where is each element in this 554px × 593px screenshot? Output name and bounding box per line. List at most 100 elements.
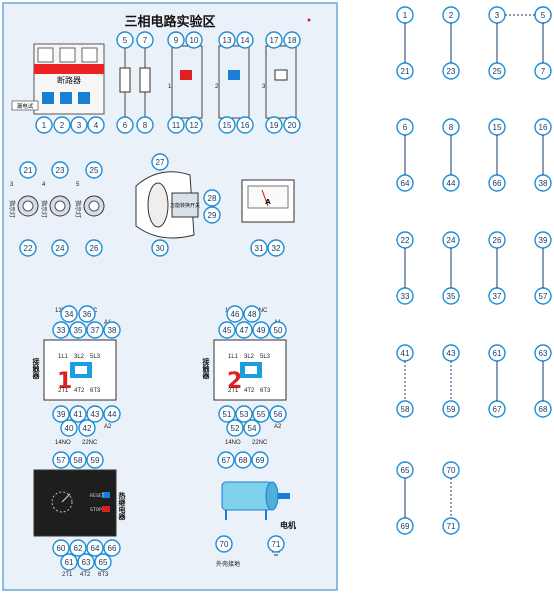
breaker-terminal-1[interactable]: 1 (35, 116, 53, 134)
contactor1-terminal-38[interactable]: 38 (103, 321, 121, 339)
contactor2-terminal-51[interactable]: 51 (218, 405, 236, 423)
contactor1-terminal-40[interactable]: 40 (60, 419, 78, 437)
contactor2-terminal-46[interactable]: 46 (226, 305, 244, 323)
contactor1-terminal-41[interactable]: 41 (69, 405, 87, 423)
button-terminal-18[interactable]: 18 (283, 31, 301, 49)
lamp-terminal-26[interactable]: 26 (85, 239, 103, 257)
relay-terminal-60[interactable]: 60 (52, 539, 70, 557)
relay-terminal-63[interactable]: 63 (77, 553, 95, 571)
node-33-bottom[interactable]: 33 (396, 287, 414, 305)
node-3-top[interactable]: 3 (488, 6, 506, 24)
node-35-bottom[interactable]: 35 (442, 287, 460, 305)
button-terminal-20[interactable]: 20 (283, 116, 301, 134)
button-terminal-14[interactable]: 14 (236, 31, 254, 49)
relay-terminal-58[interactable]: 58 (69, 451, 87, 469)
button-terminal-12[interactable]: 12 (185, 116, 203, 134)
node-15-top[interactable]: 15 (488, 118, 506, 136)
lamp-terminal-22[interactable]: 22 (19, 239, 37, 257)
contactor2-terminal-52[interactable]: 52 (226, 419, 244, 437)
fuse-terminal-7[interactable]: 7 (136, 31, 154, 49)
node-23-bottom[interactable]: 23 (442, 62, 460, 80)
node-64-bottom[interactable]: 64 (396, 174, 414, 192)
motor-terminal-71[interactable]: 71 (267, 535, 285, 553)
motor-terminal-70[interactable]: 70 (215, 535, 233, 553)
ammeter-terminal-32[interactable]: 32 (267, 239, 285, 257)
switch-terminal-27[interactable]: 27 (151, 153, 169, 171)
node-1-top[interactable]: 1 (396, 6, 414, 24)
contactor2-terminal-54[interactable]: 54 (243, 419, 261, 437)
node-44-bottom[interactable]: 44 (442, 174, 460, 192)
node-2-top[interactable]: 2 (442, 6, 460, 24)
node-68-bottom[interactable]: 68 (534, 400, 552, 418)
contactor1-terminal-36[interactable]: 36 (78, 305, 96, 323)
button-terminal-10[interactable]: 10 (185, 31, 203, 49)
node-69-bottom[interactable]: 69 (396, 517, 414, 535)
contactor1-terminal-42[interactable]: 42 (78, 419, 96, 437)
lamp-terminal-24[interactable]: 24 (51, 239, 69, 257)
lamp-terminal-23[interactable]: 23 (51, 161, 69, 179)
node-61-top[interactable]: 61 (488, 344, 506, 362)
relay-terminal-61[interactable]: 61 (60, 553, 78, 571)
motor-terminal-68[interactable]: 68 (234, 451, 252, 469)
contactor1-terminal-43[interactable]: 43 (86, 405, 104, 423)
contactor2-terminal-47[interactable]: 47 (235, 321, 253, 339)
switch-terminal-29[interactable]: 29 (203, 206, 221, 224)
switch-terminal-28[interactable]: 28 (203, 189, 221, 207)
contactor2-terminal-45[interactable]: 45 (218, 321, 236, 339)
node-5-extra[interactable]: 5 (534, 6, 552, 24)
node-24-top[interactable]: 24 (442, 231, 460, 249)
node-70-top[interactable]: 70 (442, 461, 460, 479)
contactor1-terminal-35[interactable]: 35 (69, 321, 87, 339)
contactor2-terminal-53[interactable]: 53 (235, 405, 253, 423)
contactor2-terminal-49[interactable]: 49 (252, 321, 270, 339)
fuse-terminal-5[interactable]: 5 (116, 31, 134, 49)
node-43-top[interactable]: 43 (442, 344, 460, 362)
contactor2-terminal-55[interactable]: 55 (252, 405, 270, 423)
node-71-bottom[interactable]: 71 (442, 517, 460, 535)
contactor1-terminal-33[interactable]: 33 (52, 321, 70, 339)
contactor2-terminal-50[interactable]: 50 (269, 321, 287, 339)
node-63-top[interactable]: 63 (534, 344, 552, 362)
contactor1-terminal-44[interactable]: 44 (103, 405, 121, 423)
node-26-top[interactable]: 26 (488, 231, 506, 249)
button-terminal-9[interactable]: 9 (167, 31, 185, 49)
lamp-terminal-25[interactable]: 25 (85, 161, 103, 179)
relay-terminal-64[interactable]: 64 (86, 539, 104, 557)
contactor2-terminal-56[interactable]: 56 (269, 405, 287, 423)
motor-terminal-67[interactable]: 67 (217, 451, 235, 469)
node-37-bottom[interactable]: 37 (488, 287, 506, 305)
breaker-terminal-4[interactable]: 4 (87, 116, 105, 134)
node-66-bottom[interactable]: 66 (488, 174, 506, 192)
button-terminal-11[interactable]: 11 (167, 116, 185, 134)
relay-terminal-66[interactable]: 66 (103, 539, 121, 557)
button-terminal-16[interactable]: 16 (236, 116, 254, 134)
node-59-bottom[interactable]: 59 (442, 400, 460, 418)
node-38-bottom[interactable]: 38 (534, 174, 552, 192)
contactor1-terminal-34[interactable]: 34 (60, 305, 78, 323)
motor-terminal-69[interactable]: 69 (251, 451, 269, 469)
node-41-top[interactable]: 41 (396, 344, 414, 362)
button-terminal-15[interactable]: 15 (218, 116, 236, 134)
node-39-top[interactable]: 39 (534, 231, 552, 249)
node-22-top[interactable]: 22 (396, 231, 414, 249)
button-terminal-19[interactable]: 19 (265, 116, 283, 134)
fuse-terminal-6[interactable]: 6 (116, 116, 134, 134)
switch-terminal-30[interactable]: 30 (151, 239, 169, 257)
breaker-terminal-2[interactable]: 2 (53, 116, 71, 134)
node-67-bottom[interactable]: 67 (488, 400, 506, 418)
relay-terminal-59[interactable]: 59 (86, 451, 104, 469)
node-7-bottom[interactable]: 7 (534, 62, 552, 80)
node-6-top[interactable]: 6 (396, 118, 414, 136)
node-65-top[interactable]: 65 (396, 461, 414, 479)
fuse-terminal-8[interactable]: 8 (136, 116, 154, 134)
contactor1-terminal-37[interactable]: 37 (86, 321, 104, 339)
contactor2-terminal-48[interactable]: 48 (243, 305, 261, 323)
contactor1-terminal-39[interactable]: 39 (52, 405, 70, 423)
node-8-top[interactable]: 8 (442, 118, 460, 136)
relay-terminal-65[interactable]: 65 (94, 553, 112, 571)
lamp-terminal-21[interactable]: 21 (19, 161, 37, 179)
breaker-terminal-3[interactable]: 3 (70, 116, 88, 134)
node-57-bottom[interactable]: 57 (534, 287, 552, 305)
relay-terminal-57[interactable]: 57 (52, 451, 70, 469)
node-16-top[interactable]: 16 (534, 118, 552, 136)
